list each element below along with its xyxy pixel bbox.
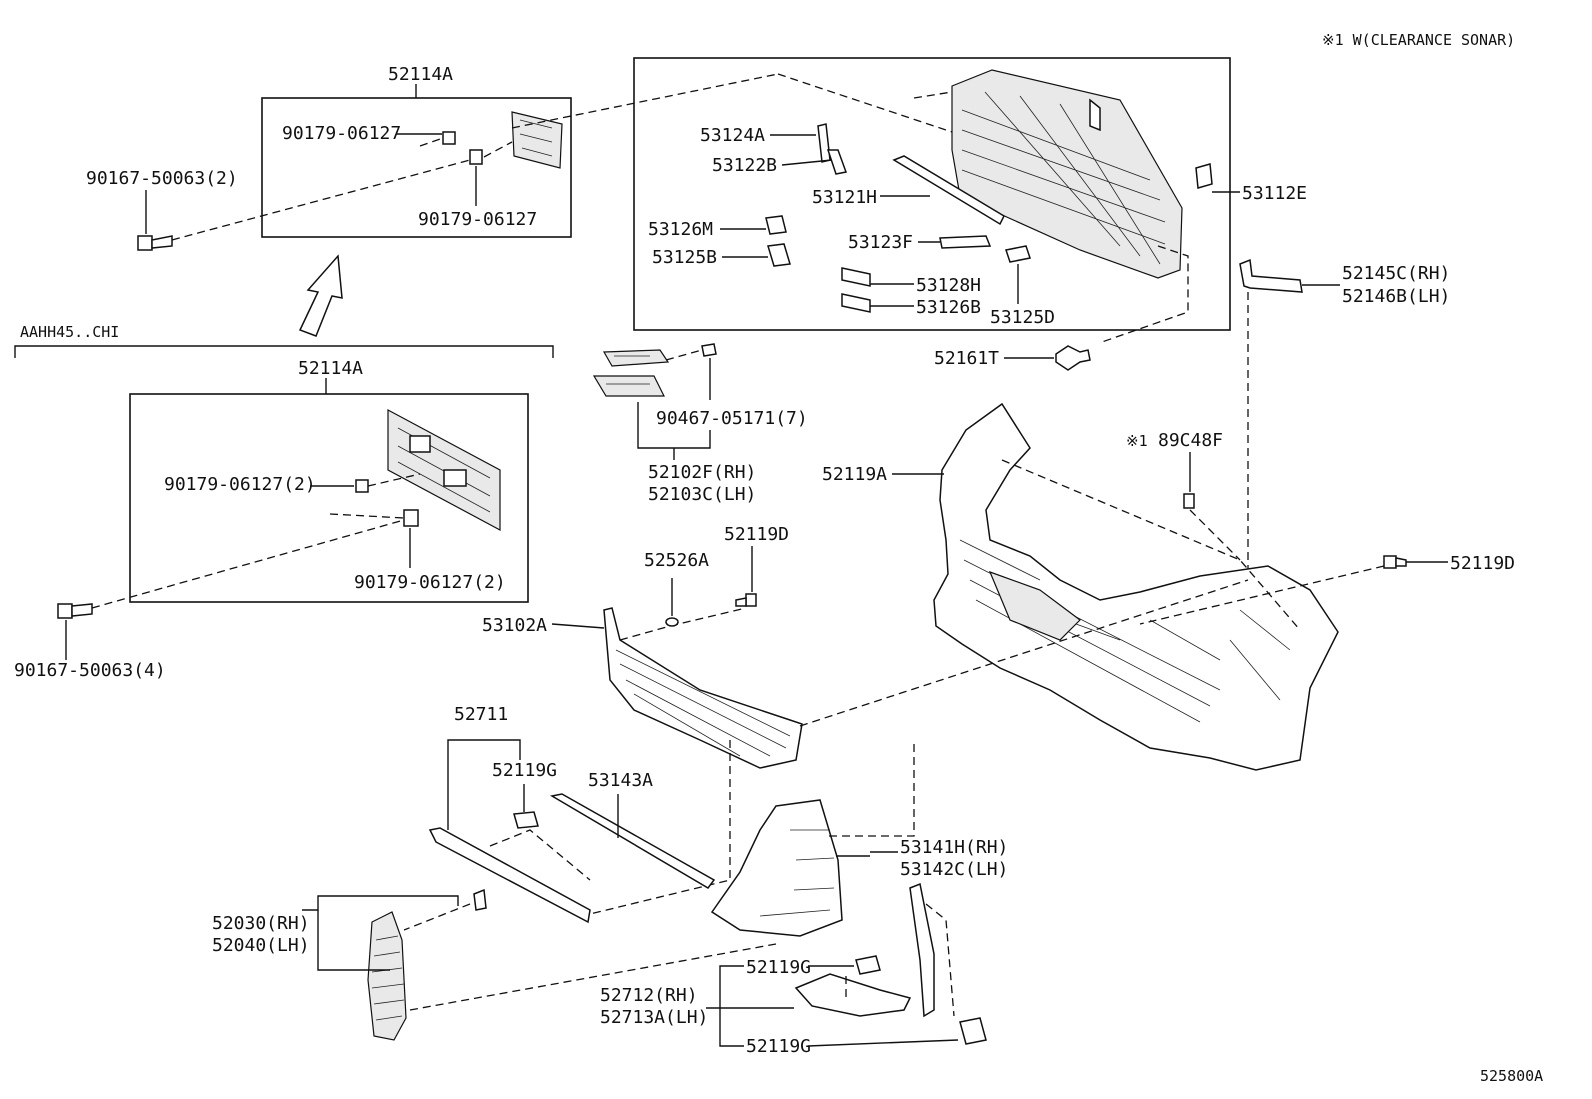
label-53142C: 53142C(LH) [900, 859, 1008, 880]
molding-53121H [892, 155, 1005, 226]
bolt-90167-top [137, 235, 173, 251]
license-bracket-plate-top [511, 111, 563, 169]
part-53126B [841, 293, 871, 313]
label-90179-06127-2b: 90179-06127(2) [354, 572, 506, 593]
label-52713A: 52713A(LH) [600, 1007, 708, 1028]
bolt-52119D-mid [735, 593, 757, 607]
label-90179-06127-a: 90179-06127 [282, 123, 401, 144]
clip-52161T [1055, 345, 1091, 371]
label-53112E: 53112E [1242, 183, 1307, 204]
label-52526A: 52526A [644, 550, 709, 571]
label-52161T: 52161T [934, 348, 999, 369]
label-53102A: 53102A [482, 615, 547, 636]
label-52102F: 52102F(RH) [648, 462, 756, 483]
label-52103C: 52103C(LH) [648, 484, 756, 505]
label-52146B: 52146B(LH) [1342, 286, 1450, 307]
label-53141H: 53141H(RH) [900, 837, 1008, 858]
clip-90179-2a [355, 479, 369, 493]
part-53125B [767, 243, 791, 267]
clip-90467 [701, 343, 717, 357]
label-53125D: 53125D [990, 307, 1055, 328]
license-bracket-box-mid [129, 393, 529, 603]
label-90167-50063-2: 90167-50063(2) [86, 168, 238, 189]
clip-52119G-c [959, 1017, 987, 1045]
label-53121H: 53121H [812, 187, 877, 208]
label-90167-50063-4: 90167-50063(4) [14, 660, 166, 681]
fog-cover-52030 [367, 911, 407, 1041]
label-52040: 52040(LH) [212, 935, 310, 956]
lip-spoiler-52711 [428, 827, 591, 924]
legend-note: ※1 W(CLEARANCE SONAR) [1322, 31, 1515, 49]
clip-52119G-b [855, 955, 881, 975]
clip-52030 [473, 888, 487, 911]
diagram-code: 525800A [1480, 1067, 1543, 1085]
label-89C48F-mark: ※1 [1126, 432, 1148, 450]
bumper-cover-52119A [933, 402, 1339, 771]
variant-label: AAHH45..CHI [20, 323, 119, 341]
part-53128H [841, 267, 871, 287]
side-grille-53141H [710, 799, 843, 937]
label-52712: 52712(RH) [600, 985, 698, 1006]
label-52114A-mid: 52114A [298, 358, 363, 379]
label-52145C: 52145C(RH) [1342, 263, 1450, 284]
label-53123F: 53123F [848, 232, 913, 253]
part-53126M [765, 215, 787, 235]
molding-53143A [549, 793, 716, 889]
grille-box [633, 57, 1231, 331]
label-52119A: 52119A [822, 464, 887, 485]
part-53123F [939, 235, 992, 249]
label-53126M: 53126M [648, 219, 713, 240]
bracket-52102F [592, 349, 670, 397]
label-53143A: 53143A [588, 770, 653, 791]
lower-grille-53102A [603, 607, 803, 769]
emblem-53124A [817, 123, 831, 163]
sonar-sensor-89C48F [1183, 493, 1195, 509]
label-52119D-b: 52119D [1450, 553, 1515, 574]
label-52119G-b: 52119G [746, 957, 811, 978]
label-53125B: 53125B [652, 247, 717, 268]
label-52114A-top: 52114A [388, 64, 453, 85]
label-52030: 52030(RH) [212, 913, 310, 934]
label-52119D-a: 52119D [724, 524, 789, 545]
clip-90179-2b [403, 509, 419, 527]
label-52119G-c: 52119G [746, 1036, 811, 1057]
bolt-52119D-right [1383, 555, 1407, 569]
label-89C48F: 89C48F [1158, 430, 1223, 451]
label-53124A: 53124A [700, 125, 765, 146]
bracket-52145C [1239, 258, 1303, 293]
label-52119G-a: 52119G [492, 760, 557, 781]
assembly-arrow [298, 254, 343, 337]
extension-52712 [794, 882, 935, 1018]
label-53128H: 53128H [916, 275, 981, 296]
part-52526A [665, 617, 679, 627]
label-90467-05171: 90467-05171(7) [656, 408, 808, 429]
part-53125D [1005, 245, 1031, 263]
label-52711: 52711 [454, 704, 508, 725]
license-bracket-plate-mid [387, 408, 501, 532]
bolt-90167-mid [57, 603, 93, 619]
label-90179-06127-b: 90179-06127 [418, 209, 537, 230]
label-53126B: 53126B [916, 297, 981, 318]
label-53122B: 53122B [712, 155, 777, 176]
clip-90179-a [442, 131, 456, 145]
clip-90179-b [469, 149, 483, 165]
label-90179-06127-2a: 90179-06127(2) [164, 474, 316, 495]
license-bracket-group-top: 52114A 90179-06127 90179-06127 [261, 64, 572, 238]
clip-52119G-a [513, 811, 539, 829]
radiator-grille-53112E [951, 69, 1183, 279]
